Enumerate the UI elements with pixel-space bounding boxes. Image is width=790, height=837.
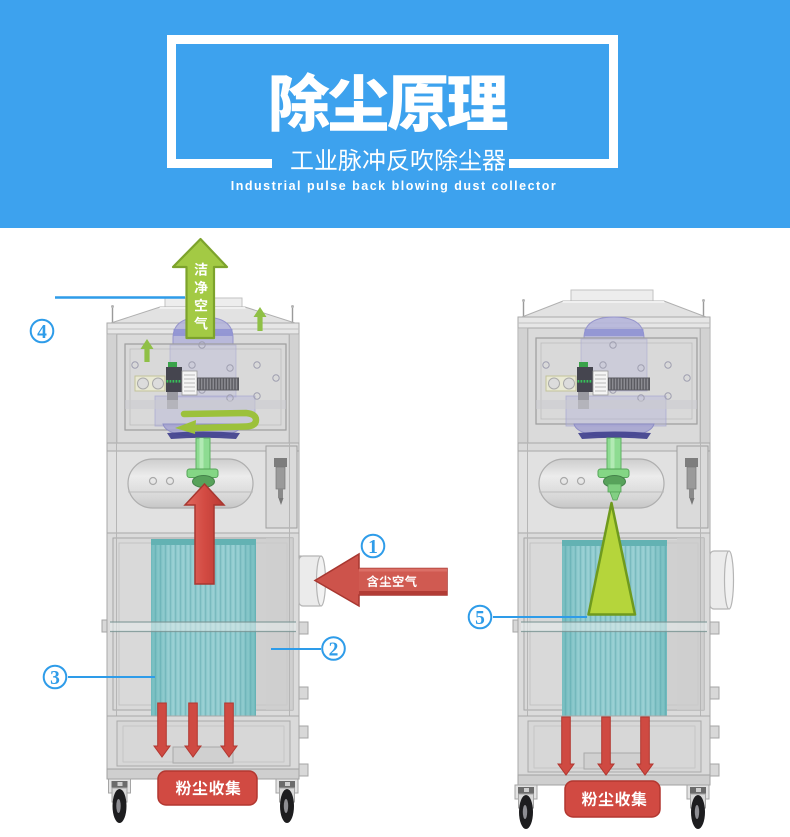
svg-text:Industrial pulse back blowing: Industrial pulse back blowing dust colle…	[231, 179, 557, 193]
svg-text:4: 4	[37, 322, 47, 343]
svg-text:5: 5	[475, 608, 485, 629]
svg-text:1: 1	[368, 537, 378, 558]
svg-text:3: 3	[50, 668, 60, 689]
svg-text:2: 2	[329, 640, 339, 661]
